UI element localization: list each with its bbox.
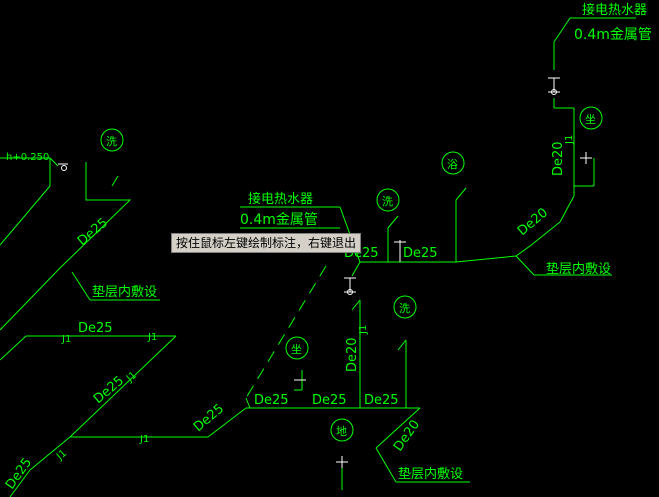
pipe-line (49, 157, 59, 167)
pipe-size-label: De25 (364, 393, 399, 408)
tap-icon (394, 240, 406, 262)
embed-note: 垫层内敷设 (546, 261, 611, 277)
fixture-circle (100, 128, 124, 152)
pipe-line (59, 162, 132, 269)
pipe-line (9, 469, 31, 497)
pipe-number-label: J1 (358, 325, 369, 335)
pipe-line-dashed (245, 265, 327, 399)
heater-title-top: 接电热水器 (582, 2, 647, 18)
pipe-size-label: De25 (403, 246, 438, 261)
pipe-number-label: J1 (61, 334, 71, 345)
leader-line (375, 447, 397, 483)
pipe-line (0, 185, 51, 246)
pipe-number-label: J1 (139, 434, 149, 445)
valve-icon (344, 277, 356, 295)
pipe-line (455, 187, 467, 201)
elevation-label: h+0.250 (6, 152, 49, 163)
pipe-size-label: De25 (75, 215, 111, 249)
pipe-number-label: J1 (147, 332, 157, 343)
pipe-number-label: J1 (564, 135, 575, 145)
embed-note: 垫层内敷设 (398, 466, 463, 482)
pipe-line (351, 261, 361, 277)
leader-line (553, 17, 571, 43)
fixture-label: 地 (336, 425, 347, 438)
pipe-line (351, 299, 361, 311)
heater-title-mid: 接电热水器 (248, 191, 313, 207)
pipe-size-label: De25 (3, 455, 35, 492)
fixture-label: 洗 (106, 135, 117, 148)
tap-icon (336, 456, 348, 468)
pipe-size-label: De25 (78, 321, 113, 336)
pipe-line (387, 215, 399, 229)
pipe-line (207, 407, 247, 438)
tap-icon (580, 152, 592, 164)
pipe-line (69, 335, 177, 438)
pipe-size-label: De20 (551, 141, 566, 176)
fixture-circle (376, 188, 400, 212)
fixture-label: 浴 (447, 158, 458, 171)
pipe-line (111, 175, 119, 187)
pipe-line (245, 397, 251, 409)
pipe-line (29, 436, 71, 471)
pipe-size-label: De25 (91, 373, 127, 407)
embed-note: 垫层内敷设 (92, 284, 157, 300)
pipe-line (455, 221, 561, 263)
pipe-line (0, 267, 61, 331)
fixture-label: 洗 (382, 195, 393, 208)
heater-sub-mid: 0.4m金属管 (240, 212, 318, 228)
fixture-circle (579, 106, 603, 130)
tap-icon (58, 163, 68, 171)
pipe-number-label: J1 (54, 448, 69, 463)
command-tooltip: 按住鼠标左键绘制标注，右键退出 (171, 233, 362, 253)
valve-icon (548, 77, 560, 95)
fixture-label: 洗 (399, 302, 410, 315)
pipe-size-label: De20 (345, 337, 360, 372)
fixture-circle (330, 418, 354, 442)
fixture-circle (393, 295, 417, 319)
pipe-size-label: De25 (191, 401, 227, 435)
fixture-circle (285, 336, 309, 360)
fixture-label: 坐 (585, 113, 596, 126)
pipe-size-label: De20 (391, 417, 423, 454)
pipe-line (515, 255, 535, 276)
pipe-size-label: De25 (312, 393, 347, 408)
pipe-size-label: De25 (254, 393, 289, 408)
pipe-line (0, 335, 27, 361)
fixture-circle (441, 151, 465, 175)
pipe-line (397, 339, 407, 351)
heater-sub-top: 0.4m金属管 (574, 27, 652, 43)
fixture-label: 坐 (291, 343, 302, 356)
pipe-line (559, 195, 575, 223)
leader-line (375, 407, 421, 449)
leader-line (71, 271, 91, 301)
